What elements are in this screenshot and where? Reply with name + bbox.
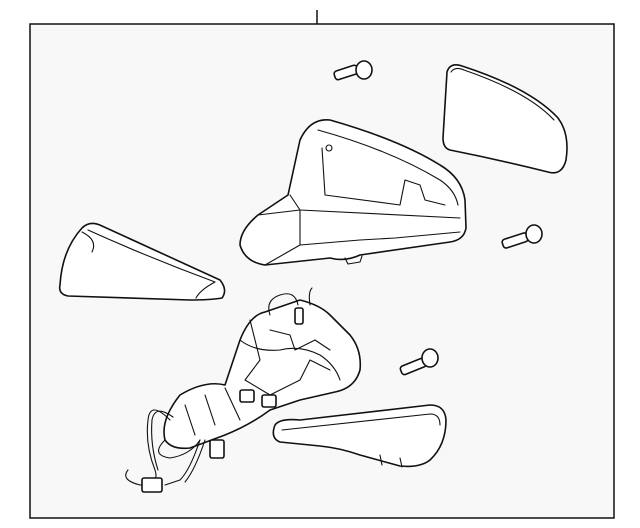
mirror-housing[interactable] bbox=[239, 119, 467, 266]
bolt-top[interactable] bbox=[333, 60, 373, 81]
motor-wiring-assembly[interactable] bbox=[125, 287, 362, 493]
bolt-right[interactable] bbox=[501, 224, 543, 249]
turn-signal-lamp[interactable] bbox=[272, 404, 447, 468]
bolt-middle[interactable] bbox=[399, 348, 439, 376]
mirror-glass[interactable] bbox=[442, 64, 568, 174]
skull-cap-cover[interactable] bbox=[58, 222, 226, 301]
